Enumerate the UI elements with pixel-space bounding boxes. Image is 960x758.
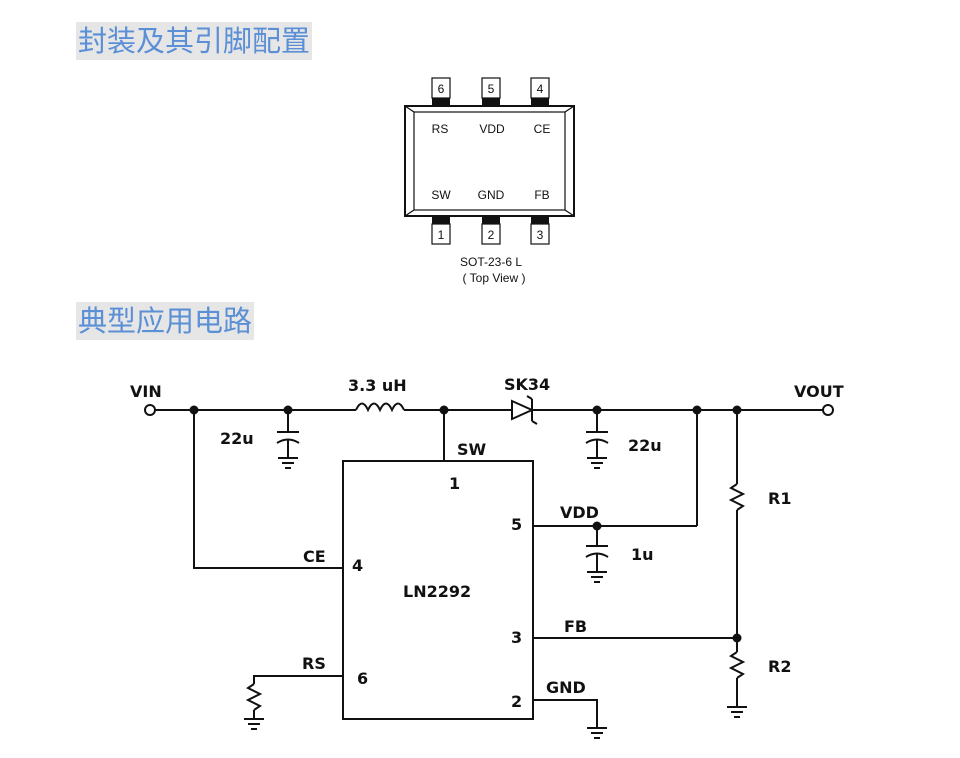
vin-terminal [144, 404, 156, 416]
pin-label-sw: SW [457, 440, 487, 459]
r1-label: R1 [768, 489, 791, 508]
package-view: ( Top View ) [463, 271, 526, 285]
vdd-capacitor [585, 526, 609, 583]
pin-number-4: 4 [352, 556, 363, 575]
package-pin-label: GND [478, 188, 505, 202]
package-pin-label: RS [432, 122, 449, 136]
package-pin-number: 2 [488, 228, 495, 242]
r2-label: R2 [768, 657, 791, 676]
package-pin-number: 5 [488, 82, 495, 96]
resistor-r2 [728, 651, 746, 679]
resistor-r1 [728, 483, 746, 511]
pin-label-gnd: GND [546, 678, 586, 697]
package-pin-stub [531, 216, 549, 224]
package-pin-label: CE [534, 122, 551, 136]
input-cap-label: 22u [220, 429, 254, 448]
diode-symbol [511, 395, 538, 425]
package-pin-number: 4 [537, 82, 544, 96]
package-pin-label: FB [534, 188, 549, 202]
vout-terminal [822, 404, 834, 416]
diode-label: SK34 [504, 375, 550, 394]
output-cap-label: 22u [628, 436, 662, 455]
package-inner-outline [413, 111, 566, 211]
package-pin-number: 3 [537, 228, 544, 242]
junction-dot [732, 633, 742, 643]
package-pin-number: 1 [438, 228, 445, 242]
package-pin-stub [432, 98, 450, 106]
inductor-label: 3.3 uH [348, 376, 407, 395]
pin-label-ce: CE [303, 547, 326, 566]
vdd-cap-label: 1u [631, 545, 654, 564]
pin-number-2: 2 [511, 692, 522, 711]
package-name: SOT-23-6 L [460, 255, 522, 269]
schematic: VIN VOUT 3.3 uH SK34 22u 22u 1u LN2292 R… [130, 375, 844, 739]
pin-label-vdd: VDD [560, 503, 599, 522]
pin-number-6: 6 [357, 669, 368, 688]
package-pin-number: 6 [438, 82, 445, 96]
ground-symbol [727, 706, 747, 718]
pin-label-rs: RS [302, 654, 326, 673]
circuit-heading: 典型应用电路 [76, 302, 255, 340]
package-pin-stub [482, 98, 500, 106]
pin-label-fb: FB [564, 617, 587, 636]
pin-number-5: 5 [511, 515, 522, 534]
ground-symbol [244, 718, 264, 730]
package-pin-stub [482, 216, 500, 224]
package-pin-stub [531, 98, 549, 106]
package-heading: 封装及其引脚配置 [76, 22, 313, 60]
package-pin-stub [432, 216, 450, 224]
pin-number-3: 3 [511, 628, 522, 647]
package-body [404, 105, 575, 217]
pin-number-1: 1 [449, 474, 460, 493]
ic-name: LN2292 [403, 582, 471, 601]
inductor-symbol [355, 402, 405, 413]
package-pin-label: VDD [479, 122, 505, 136]
package-pin-label: SW [431, 188, 451, 202]
ground-symbol [587, 727, 607, 739]
output-capacitor [585, 410, 609, 469]
vout-label: VOUT [794, 382, 844, 401]
ic-body [342, 460, 534, 720]
resistor-rs [245, 683, 263, 711]
package-diagram: 6 5 4 RS VDD CE SW GND FB 1 2 3 SOT-23-6… [404, 77, 575, 285]
vin-label: VIN [130, 382, 162, 401]
input-capacitor [276, 410, 300, 469]
